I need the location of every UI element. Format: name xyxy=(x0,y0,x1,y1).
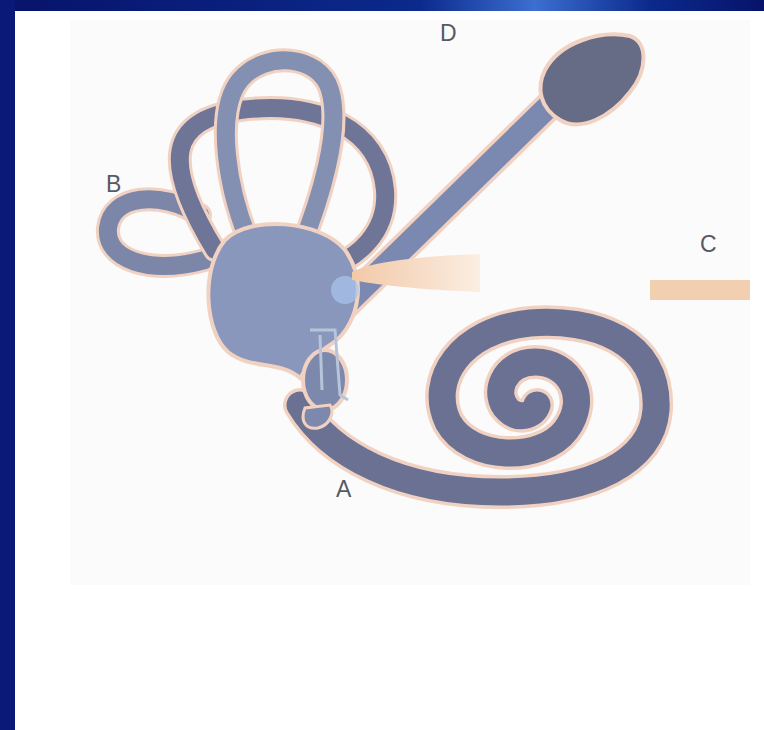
part-letter: B xyxy=(106,173,121,196)
part-letter: D xyxy=(440,22,457,45)
part-letter: A xyxy=(336,478,351,501)
part-letter: C xyxy=(700,233,717,256)
